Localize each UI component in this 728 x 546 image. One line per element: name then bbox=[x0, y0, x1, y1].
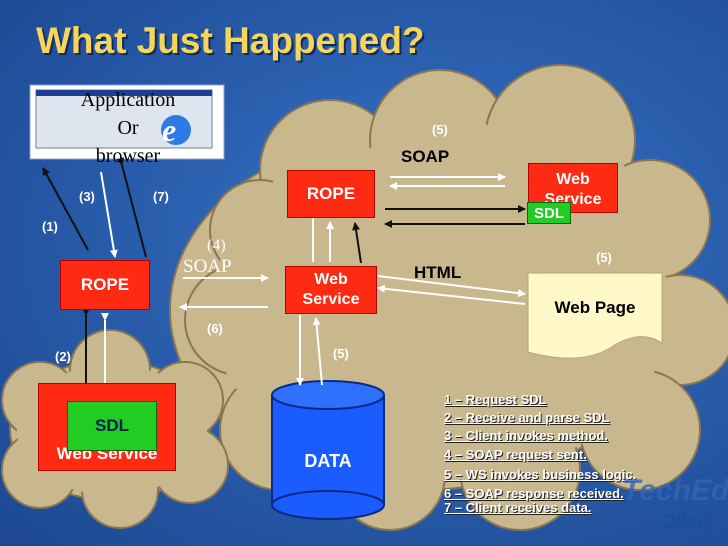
server-web-service-box: Web Service bbox=[285, 266, 377, 314]
web-page-note-shape bbox=[527, 272, 663, 359]
app-label-line-3: browser bbox=[95, 145, 161, 167]
ie-logo-icon: e bbox=[162, 112, 177, 148]
label-step-4: (4) bbox=[207, 237, 226, 254]
flow-arrows bbox=[42, 157, 526, 392]
app-label-line-1: Application bbox=[80, 89, 176, 111]
server-web-service-label: Web Service bbox=[302, 271, 360, 308]
remote-sdl-box: SDL bbox=[527, 202, 571, 224]
client-sdl-label: SDL bbox=[95, 416, 129, 435]
label-step-5-right: (5) bbox=[596, 250, 612, 265]
server-rope-box: ROPE bbox=[287, 170, 375, 218]
step-item-5: 5 – WS invokes business logic. bbox=[444, 467, 637, 482]
label-step-5-data: (5) bbox=[333, 346, 349, 361]
label-step-2: (2) bbox=[55, 349, 71, 364]
step-item-1: 1 – Request SDL bbox=[444, 392, 547, 407]
label-soap-left: SOAP bbox=[183, 256, 232, 277]
app-or-browser-label: Application Or browser bbox=[68, 86, 188, 170]
browser-window-art bbox=[29, 84, 225, 160]
label-soap-top: SOAP bbox=[401, 147, 450, 166]
step-item-4: 4 – SOAP request sent. bbox=[444, 447, 587, 462]
data-label: DATA bbox=[304, 451, 352, 471]
step-item-3: 3 – Client invokes method. bbox=[444, 428, 608, 443]
step-item-6: 6 – SOAP response received. bbox=[444, 486, 624, 501]
step-item-2: 2 – Receive and parse SDL bbox=[444, 410, 610, 425]
web-page-label: Web Page bbox=[554, 298, 636, 317]
label-step-7: (7) bbox=[153, 189, 169, 204]
client-sdl-box: SDL bbox=[67, 401, 157, 451]
label-step-3: (3) bbox=[79, 189, 95, 204]
label-html: HTML bbox=[414, 263, 462, 282]
client-rope-label: ROPE bbox=[80, 275, 130, 294]
label-step-6: (6) bbox=[207, 321, 223, 336]
server-rope-label: ROPE bbox=[306, 184, 356, 203]
teched-edition-logo: 2000 bbox=[664, 511, 709, 533]
remote-sdl-label: SDL bbox=[534, 204, 564, 222]
teched-logo: TechEd bbox=[622, 474, 728, 507]
data-cylinder-shape bbox=[271, 380, 385, 520]
label-step-5-top: (5) bbox=[432, 122, 448, 137]
label-step-1: (1) bbox=[42, 219, 58, 234]
app-label-line-2: Or bbox=[117, 117, 139, 139]
step-item-7: 7 – Client receives data. bbox=[444, 500, 592, 515]
client-rope-box: ROPE bbox=[60, 260, 150, 310]
slide-title: What Just Happened? bbox=[36, 20, 425, 61]
